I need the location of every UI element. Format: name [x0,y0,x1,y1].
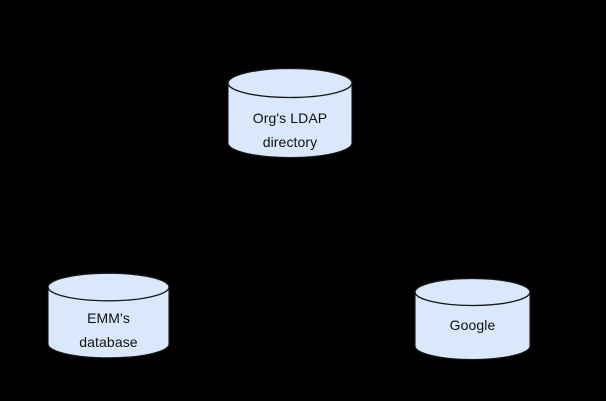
cylinder-icon [414,277,531,361]
cylinder-icon [227,67,353,159]
database-node-ldap[interactable]: Org's LDAP directory [227,67,353,159]
database-node-emm[interactable]: EMM's database [47,272,170,359]
database-node-google[interactable]: Google [414,277,531,361]
cylinder-icon [47,272,170,359]
